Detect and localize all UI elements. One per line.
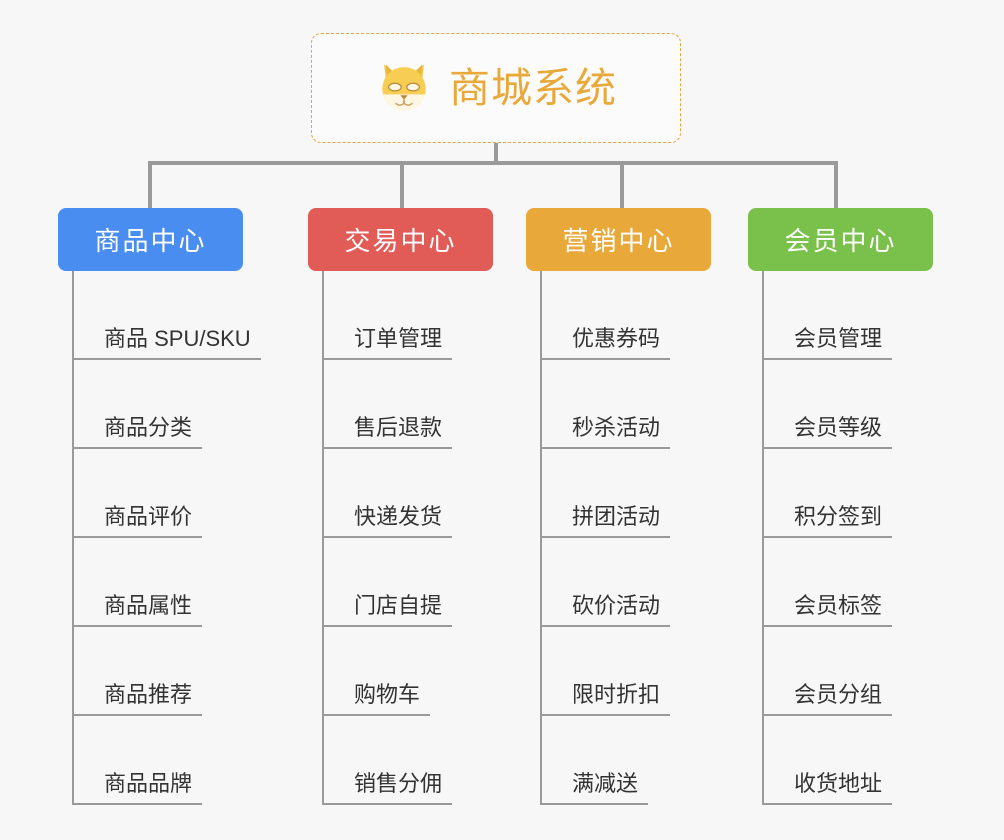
branch-header-label-3: 营销中心 (562, 226, 675, 256)
branch-header-2[interactable]: 交易中心 (308, 208, 493, 271)
leaf-label: 购物车 (354, 681, 421, 707)
branch-column-4: 会员中心 会员管理 会员等级 积分签到 会员标签 会员分组 收货地址 (748, 208, 933, 805)
leaf-item[interactable]: 满减送 (542, 716, 711, 805)
leaf-label: 限时折扣 (572, 681, 661, 707)
branch-header-4[interactable]: 会员中心 (748, 208, 933, 271)
leaf-label: 门店自提 (354, 592, 443, 618)
leaf-label: 拼团活动 (572, 503, 661, 529)
connector-drop-3 (620, 161, 624, 208)
leaf-list-2: 订单管理 售后退款 快递发货 门店自提 购物车 销售分佣 (322, 271, 493, 805)
leaf-label: 快递发货 (354, 503, 443, 529)
leaf-item[interactable]: 秒杀活动 (542, 360, 711, 449)
leaf-list-3: 优惠券码 秒杀活动 拼团活动 砍价活动 限时折扣 满减送 (540, 271, 711, 805)
leaf-label: 会员管理 (794, 325, 883, 351)
leaf-item[interactable]: 会员等级 (764, 360, 933, 449)
leaf-label: 商品品牌 (104, 770, 193, 796)
leaf-list-4: 会员管理 会员等级 积分签到 会员标签 会员分组 收货地址 (762, 271, 933, 805)
leaf-item[interactable]: 购物车 (324, 627, 493, 716)
leaf-label: 满减送 (572, 770, 639, 796)
leaf-item[interactable]: 积分签到 (764, 449, 933, 538)
branch-column-2: 交易中心 订单管理 售后退款 快递发货 门店自提 购物车 销售分佣 (308, 208, 493, 805)
branch-column-1: 商品中心 商品 SPU/SKU 商品分类 商品评价 商品属性 商品推荐 商品品牌 (58, 208, 261, 805)
connector-drop-4 (834, 161, 838, 208)
branch-header-label-2: 交易中心 (344, 226, 457, 256)
leaf-item[interactable]: 优惠券码 (542, 271, 711, 360)
leaf-item[interactable]: 会员管理 (764, 271, 933, 360)
leaf-item[interactable]: 门店自提 (324, 538, 493, 627)
leaf-label: 秒杀活动 (572, 414, 661, 440)
branch-header-1[interactable]: 商品中心 (58, 208, 243, 271)
leaf-item[interactable]: 订单管理 (324, 271, 493, 360)
leaf-label: 商品评价 (104, 503, 193, 529)
leaf-label: 销售分佣 (354, 770, 443, 796)
leaf-label: 售后退款 (354, 414, 443, 440)
leaf-item[interactable]: 销售分佣 (324, 716, 493, 805)
connector-root-stem (494, 143, 498, 163)
leaf-item[interactable]: 收货地址 (764, 716, 933, 805)
leaf-item[interactable]: 会员标签 (764, 538, 933, 627)
leaf-item[interactable]: 商品分类 (74, 360, 243, 449)
branch-header-label-1: 商品中心 (94, 226, 207, 256)
branch-column-3: 营销中心 优惠券码 秒杀活动 拼团活动 砍价活动 限时折扣 满减送 (526, 208, 711, 805)
leaf-item[interactable]: 商品评价 (74, 449, 243, 538)
leaf-item[interactable]: 拼团活动 (542, 449, 711, 538)
leaf-label: 商品分类 (104, 414, 193, 440)
shiba-dog-face-icon (382, 64, 426, 112)
connector-drop-2 (400, 161, 404, 208)
leaf-item[interactable]: 砍价活动 (542, 538, 711, 627)
leaf-item[interactable]: 商品品牌 (74, 716, 243, 805)
connector-horizontal-bus (148, 161, 834, 165)
connector-drop-1 (148, 161, 152, 208)
branch-header-label-4: 会员中心 (784, 226, 897, 256)
leaf-label: 积分签到 (794, 503, 883, 529)
leaf-item[interactable]: 商品属性 (74, 538, 243, 627)
leaf-item[interactable]: 商品推荐 (74, 627, 243, 716)
leaf-label: 商品 SPU/SKU (104, 325, 251, 351)
leaf-item[interactable]: 售后退款 (324, 360, 493, 449)
root-node[interactable]: 商城系统 (311, 33, 681, 143)
leaf-label: 收货地址 (794, 770, 883, 796)
branch-header-3[interactable]: 营销中心 (526, 208, 711, 271)
root-title: 商城系统 (449, 64, 617, 111)
leaf-label: 订单管理 (354, 325, 443, 351)
leaf-label: 砍价活动 (572, 592, 661, 618)
leaf-label: 会员分组 (794, 681, 883, 707)
leaf-label: 商品属性 (104, 592, 193, 618)
leaf-item[interactable]: 商品 SPU/SKU (74, 271, 261, 360)
leaf-list-1: 商品 SPU/SKU 商品分类 商品评价 商品属性 商品推荐 商品品牌 (72, 271, 261, 805)
leaf-label: 会员等级 (794, 414, 883, 440)
leaf-item[interactable]: 快递发货 (324, 449, 493, 538)
leaf-label: 商品推荐 (104, 681, 193, 707)
leaf-item[interactable]: 限时折扣 (542, 627, 711, 716)
leaf-label: 优惠券码 (572, 325, 661, 351)
leaf-label: 会员标签 (794, 592, 883, 618)
leaf-item[interactable]: 会员分组 (764, 627, 933, 716)
